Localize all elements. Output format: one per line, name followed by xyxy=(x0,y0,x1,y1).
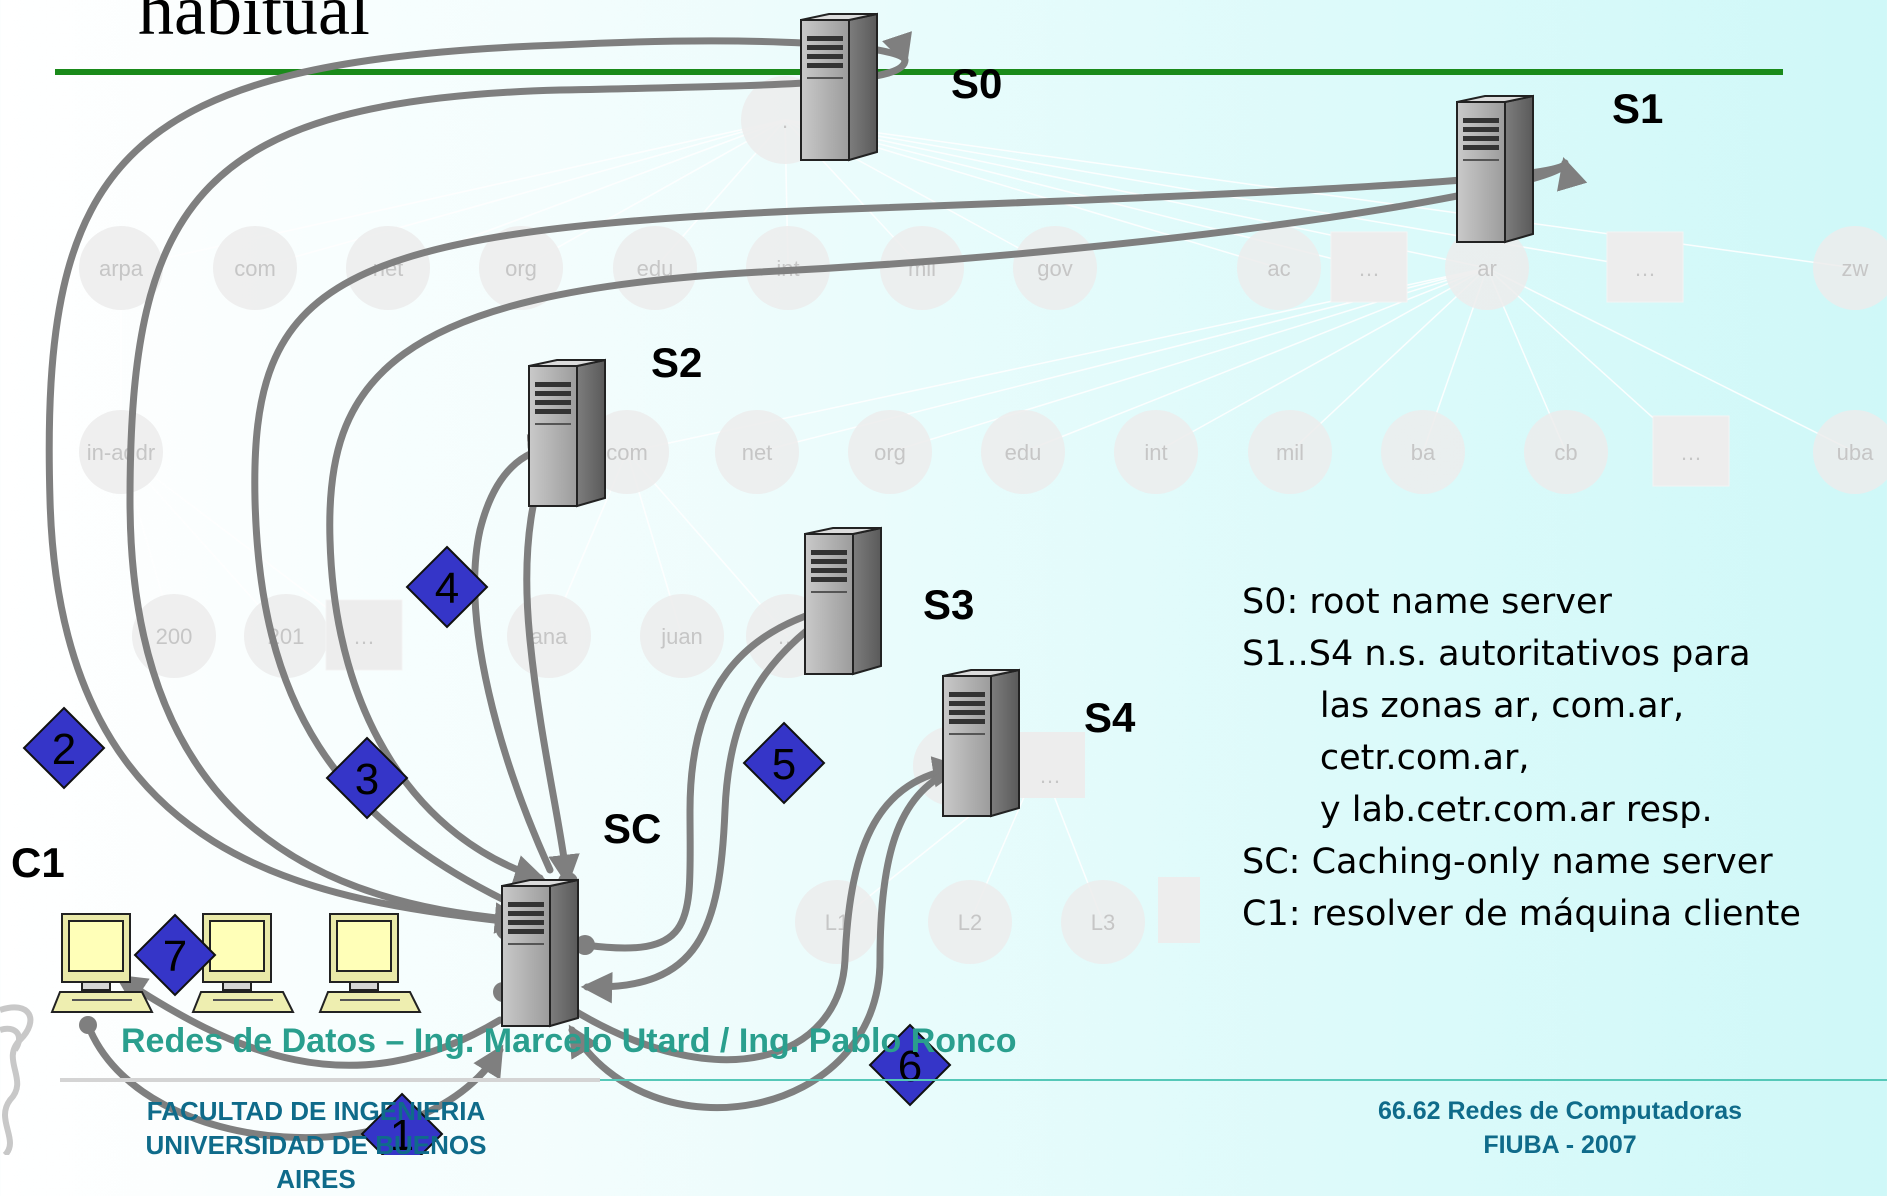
footer-rule-layer xyxy=(0,0,1887,1155)
